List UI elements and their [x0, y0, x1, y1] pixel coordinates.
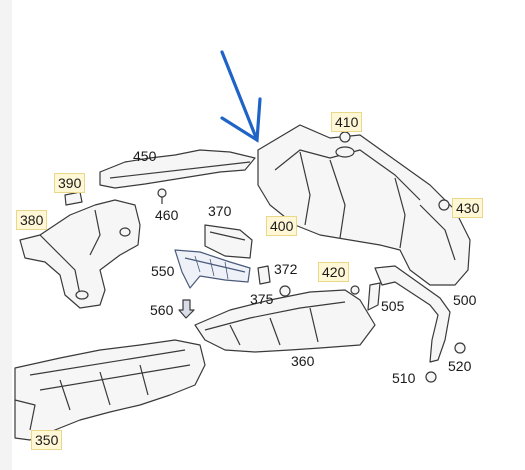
- part-label-380: 380: [16, 210, 48, 230]
- clip-372: [257, 265, 271, 285]
- bracket-380: [19, 199, 141, 309]
- heat-shield-400: [257, 124, 471, 286]
- part-label-450: 450: [133, 148, 157, 164]
- shield-450: [99, 149, 256, 189]
- part-label-500: 500: [453, 292, 477, 308]
- fastener-510: [425, 371, 437, 383]
- part-label-370: 370: [208, 203, 232, 219]
- part-label-390: 390: [54, 173, 86, 193]
- part-label-400: 400: [266, 216, 298, 236]
- fastener-520: [454, 342, 466, 354]
- bracket-505: [367, 282, 381, 311]
- part-label-460: 460: [155, 207, 179, 223]
- part-label-510: 510: [392, 370, 416, 386]
- part-label-360: 360: [291, 353, 315, 369]
- part-label-372: 372: [274, 261, 298, 277]
- fastener-560: [178, 299, 195, 319]
- pointer-arrow: [220, 50, 262, 143]
- fastener-430: [438, 199, 450, 211]
- bracket-500: [374, 265, 451, 363]
- fastener-375: [279, 285, 291, 297]
- part-label-505: 505: [381, 298, 405, 314]
- shield-360: [194, 289, 376, 353]
- part-label-550: 550: [151, 263, 175, 279]
- fastener-390: [64, 191, 83, 206]
- fastener-410: [339, 131, 351, 143]
- part-label-560: 560: [150, 302, 174, 318]
- part-label-430: 430: [452, 198, 484, 218]
- part-label-520: 520: [448, 358, 472, 374]
- part-label-420: 420: [318, 262, 350, 282]
- fastener-460: [157, 188, 167, 198]
- part-label-375: 375: [250, 291, 274, 307]
- part-label-350: 350: [31, 430, 63, 450]
- part-label-410: 410: [331, 112, 363, 132]
- fastener-420: [350, 285, 360, 295]
- shield-370: [204, 224, 253, 259]
